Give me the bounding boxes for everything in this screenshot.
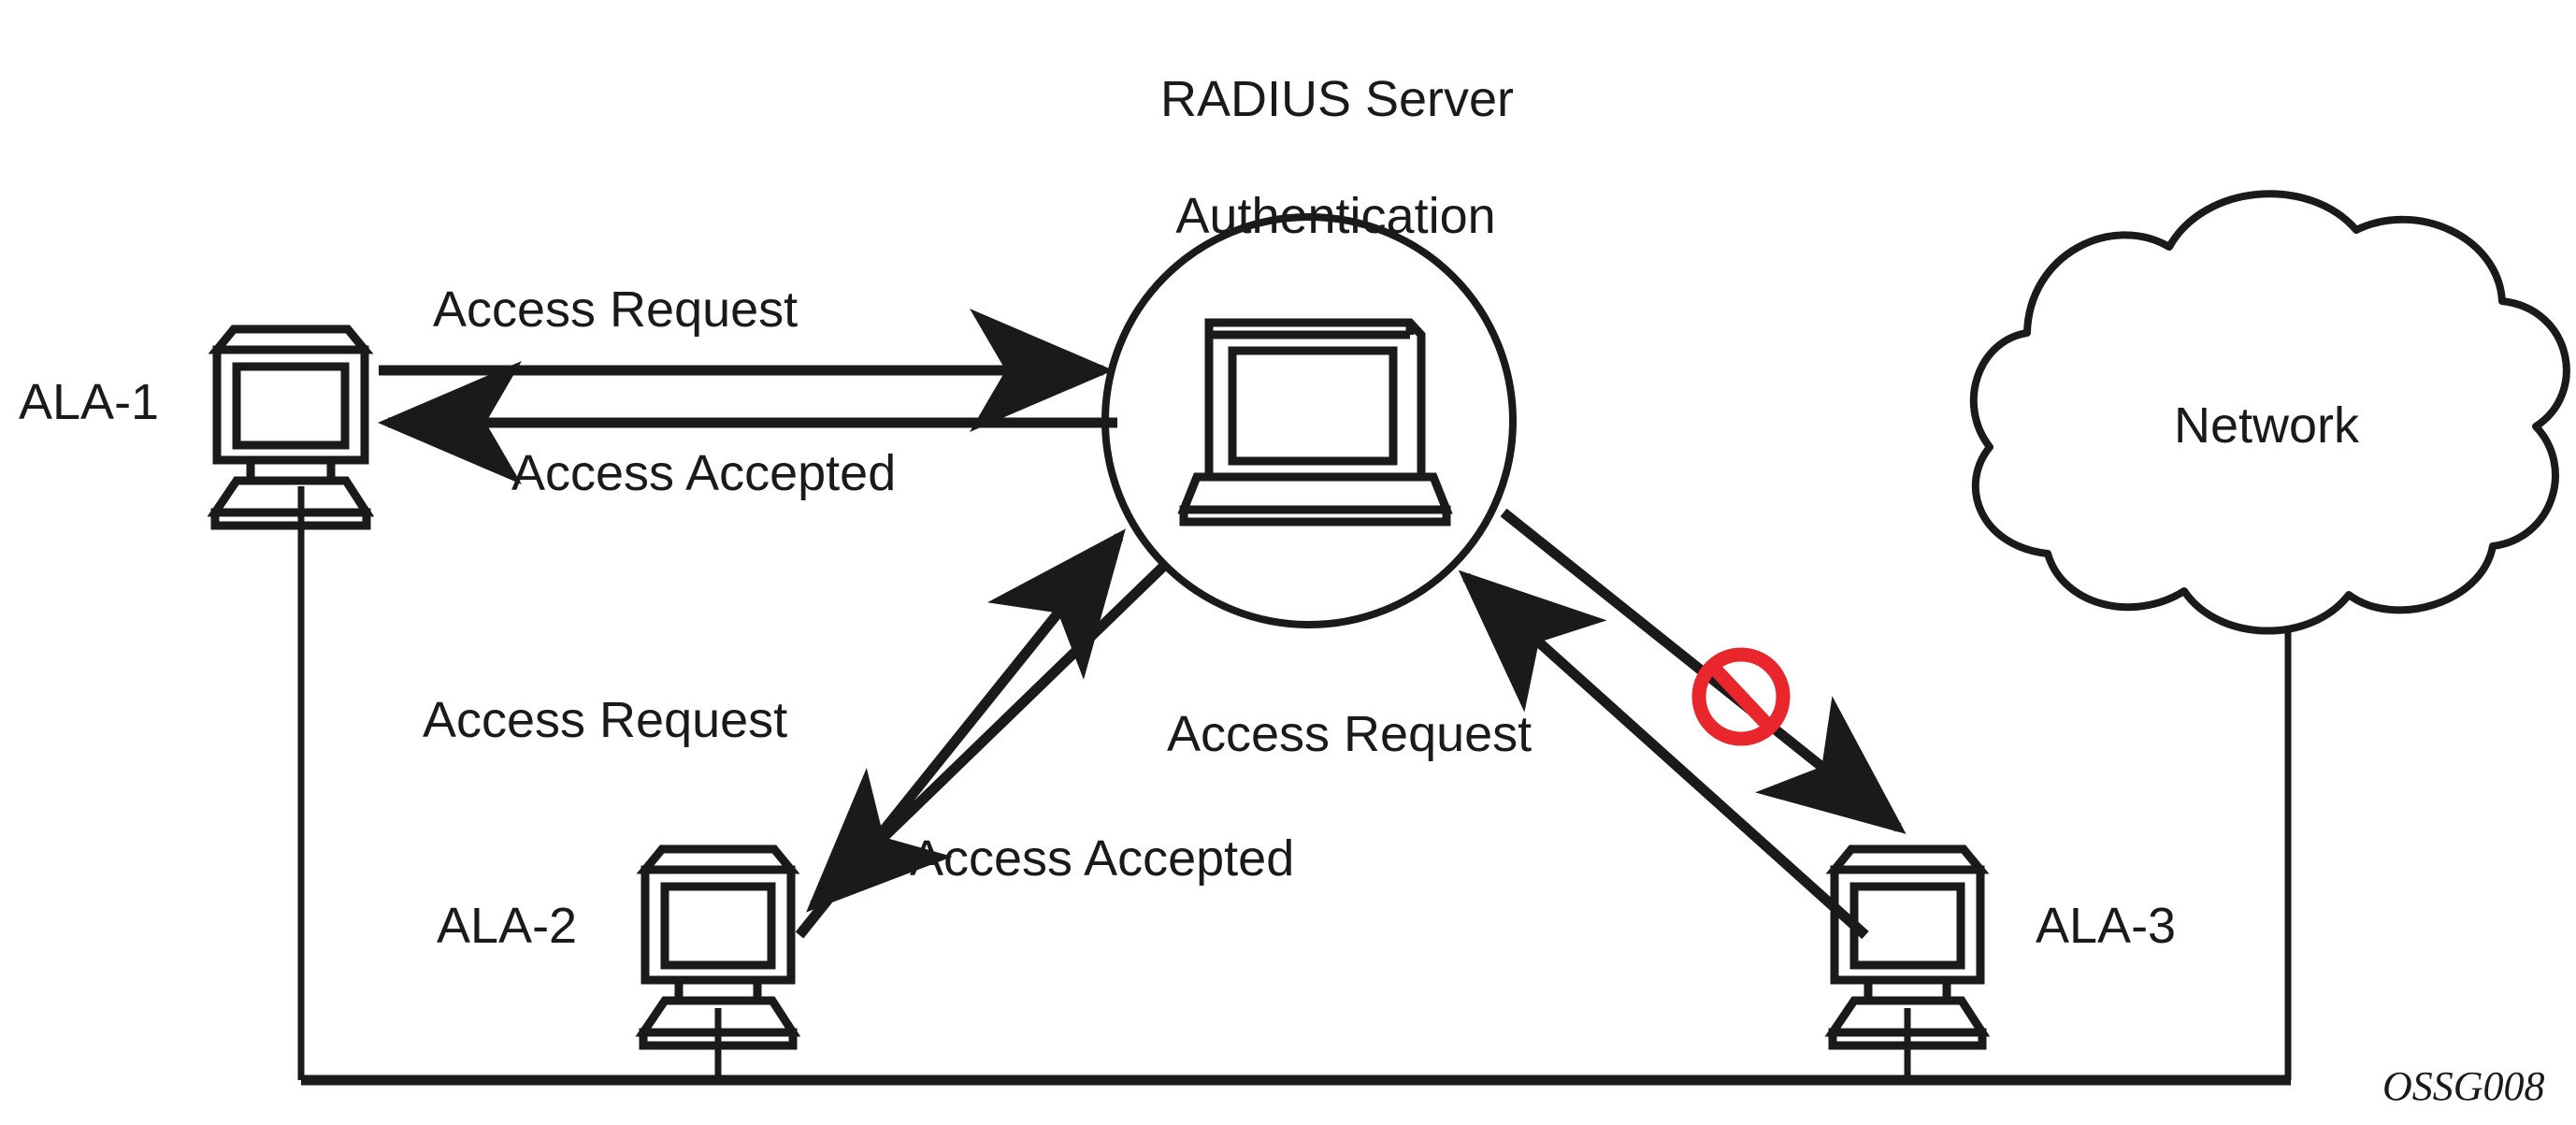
- flow-ala1-request-label: Access Request: [433, 281, 799, 338]
- network-cloud-label: Network: [2174, 397, 2360, 454]
- title-line-1: RADIUS Server: [1159, 70, 1515, 127]
- figure-id: OSSG008: [2382, 1063, 2545, 1109]
- flow-ala3-request-arrow: [1458, 570, 1869, 940]
- network-cloud-node[interactable]: [1969, 190, 2570, 635]
- ala2-label: ALA-2: [437, 898, 578, 954]
- ala1-label: ALA-1: [19, 374, 160, 430]
- ala3-node[interactable]: [1824, 844, 1991, 1050]
- network-bus: [297, 486, 2292, 1086]
- radius-server-node[interactable]: [1101, 213, 1517, 628]
- flow-ala2-request-label: Access Request: [423, 692, 788, 748]
- ala2-node[interactable]: [635, 844, 801, 1050]
- ala3-label: ALA-3: [2036, 898, 2177, 954]
- flow-ala2-accepted-label: Access Accepted: [910, 830, 1295, 887]
- no-access-icon: [1691, 647, 1791, 746]
- page-title: RADIUS Server Authentication: [1075, 11, 1543, 304]
- flow-ala2-accepted-arrow: [806, 559, 1171, 913]
- laptop-icon: [1177, 318, 1453, 526]
- title-line-2: Authentication: [1175, 187, 1496, 244]
- ala1-node[interactable]: [207, 325, 375, 530]
- flow-ala3-request-label: Access Request: [1167, 706, 1533, 762]
- flow-ala1-accepted-label: Access Accepted: [511, 445, 897, 501]
